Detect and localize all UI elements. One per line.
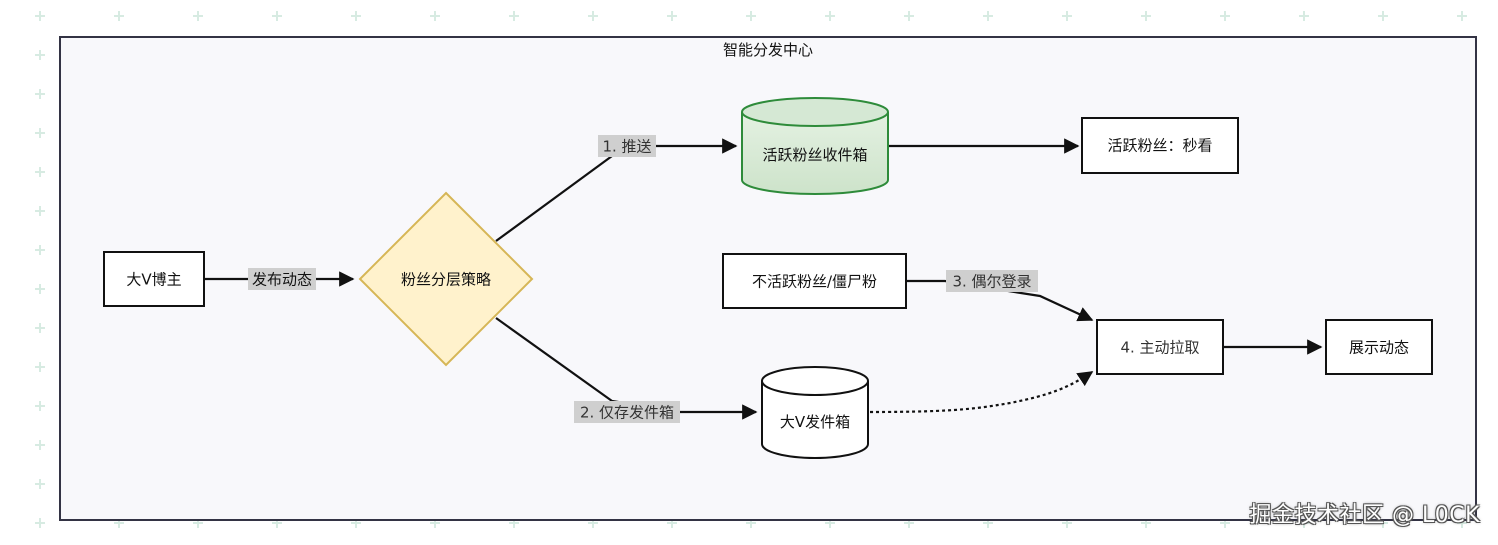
edge-label-login: 3. 偶尔登录 bbox=[946, 270, 1038, 292]
node-outbox-cylinder[interactable]: 大V发件箱 bbox=[761, 366, 869, 459]
grid-plus-mark bbox=[35, 167, 45, 177]
node-blogger[interactable]: 大V博主 bbox=[103, 251, 205, 307]
grid-plus-mark bbox=[114, 11, 124, 21]
grid-plus-mark bbox=[35, 284, 45, 294]
node-active-fans-label: 活跃粉丝：秒看 bbox=[1107, 137, 1212, 155]
node-outbox-label: 大V发件箱 bbox=[780, 413, 850, 431]
edge-outbox-to-pull bbox=[869, 371, 1094, 414]
node-inactive-fans[interactable]: 不活跃粉丝/僵尸粉 bbox=[722, 253, 907, 309]
grid-plus-mark bbox=[193, 11, 203, 21]
grid-plus-mark bbox=[509, 11, 519, 21]
node-inactive-fans-label: 不活跃粉丝/僵尸粉 bbox=[752, 273, 877, 291]
edge-label-store-outbox-text: 2. 仅存发件箱 bbox=[580, 404, 674, 422]
watermark: 掘金技术社区 @ L0CK bbox=[1249, 503, 1480, 528]
grid-plus-mark bbox=[35, 440, 45, 450]
grid-plus-mark bbox=[35, 479, 45, 489]
edge-label-push-text: 1. 推送 bbox=[602, 138, 651, 156]
node-blogger-label: 大V博主 bbox=[126, 271, 181, 289]
grid-plus-mark bbox=[351, 11, 361, 21]
grid-plus-mark bbox=[904, 11, 914, 21]
grid-plus-mark bbox=[35, 128, 45, 138]
grid-plus-mark bbox=[35, 89, 45, 99]
node-display[interactable]: 展示动态 bbox=[1325, 319, 1433, 375]
container-title: 智能分发中心 bbox=[723, 41, 813, 59]
node-pull-label: 4. 主动拉取 bbox=[1120, 339, 1199, 357]
grid-plus-mark bbox=[746, 11, 756, 21]
grid-plus-mark bbox=[35, 362, 45, 372]
edge-label-publish-text: 发布动态 bbox=[252, 271, 312, 289]
node-pull[interactable]: 4. 主动拉取 bbox=[1096, 319, 1224, 375]
node-strategy-label: 粉丝分层策略 bbox=[401, 271, 491, 289]
grid-plus-mark bbox=[1141, 11, 1151, 21]
grid-plus-mark bbox=[35, 206, 45, 216]
edge-label-store-outbox: 2. 仅存发件箱 bbox=[574, 401, 680, 423]
grid-plus-mark bbox=[35, 11, 45, 21]
grid-plus-mark bbox=[430, 11, 440, 21]
edge-label-login-text: 3. 偶尔登录 bbox=[952, 273, 1031, 291]
node-active-inbox-label: 活跃粉丝收件箱 bbox=[762, 146, 867, 164]
edge-label-publish: 发布动态 bbox=[248, 268, 316, 290]
grid-plus-mark bbox=[1062, 11, 1072, 21]
grid-plus-mark bbox=[1220, 11, 1230, 21]
node-active-fans[interactable]: 活跃粉丝：秒看 bbox=[1081, 117, 1239, 174]
grid-plus-mark bbox=[272, 11, 282, 21]
edge-label-push: 1. 推送 bbox=[598, 135, 656, 157]
node-active-inbox-cylinder[interactable]: 活跃粉丝收件箱 bbox=[741, 97, 889, 195]
grid-plus-mark bbox=[35, 518, 45, 528]
grid-plus-mark bbox=[35, 401, 45, 411]
grid-plus-mark bbox=[35, 50, 45, 60]
node-strategy-decision[interactable]: 粉丝分层策略 bbox=[358, 191, 534, 367]
grid-plus-mark bbox=[1457, 11, 1467, 21]
grid-plus-mark bbox=[825, 11, 835, 21]
grid-plus-mark bbox=[588, 11, 598, 21]
grid-plus-mark bbox=[35, 323, 45, 333]
grid-plus-mark bbox=[35, 245, 45, 255]
grid-plus-mark bbox=[1299, 11, 1309, 21]
node-display-label: 展示动态 bbox=[1349, 339, 1409, 357]
grid-plus-mark bbox=[1378, 11, 1388, 21]
grid-plus-mark bbox=[667, 11, 677, 21]
grid-plus-mark bbox=[983, 11, 993, 21]
